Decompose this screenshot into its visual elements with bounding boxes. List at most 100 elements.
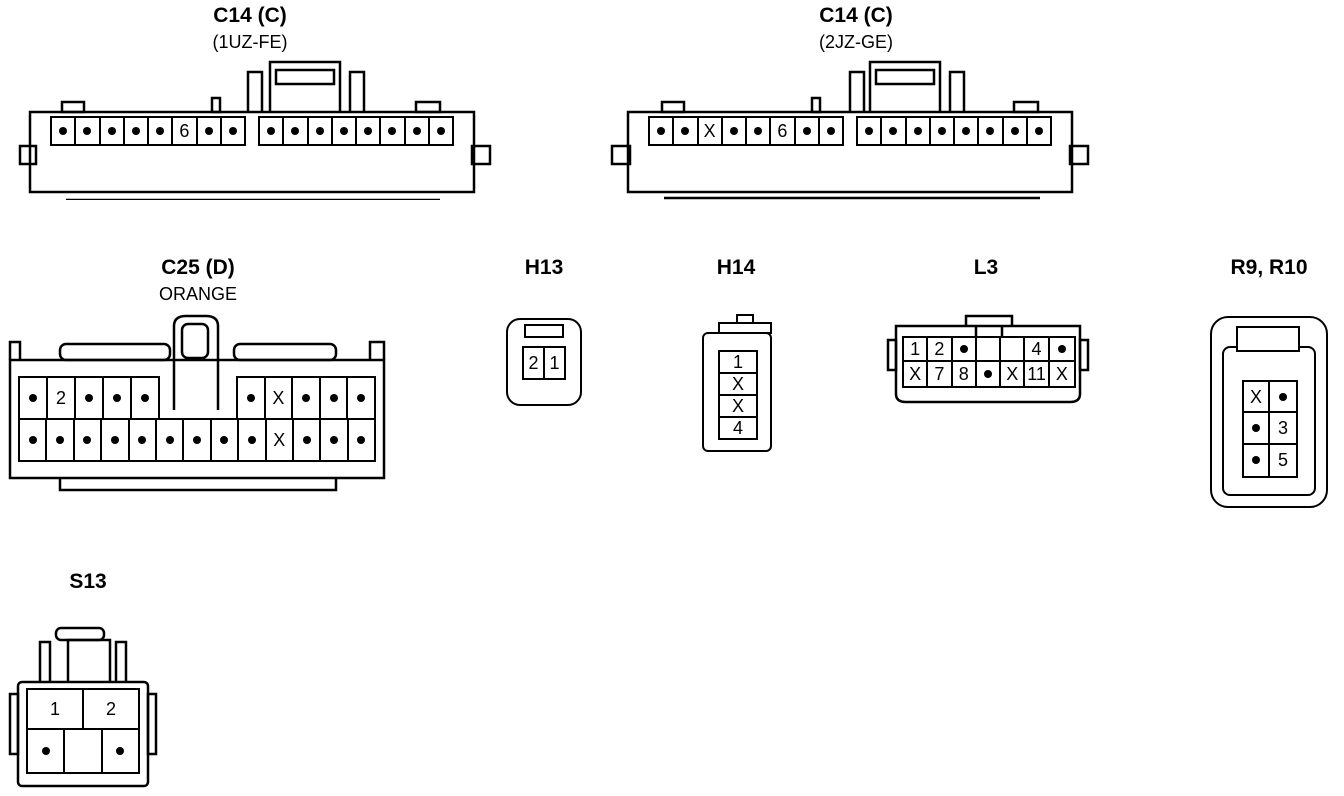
c14-2jz-pin-dot xyxy=(907,118,931,144)
r9-pin-number: 5 xyxy=(1277,450,1288,471)
c14-1uz-left-pin-row: 6 xyxy=(50,116,246,146)
l3-pin-dot xyxy=(977,362,1002,386)
l3-pin-dot xyxy=(1049,338,1074,362)
l3-title: L3 xyxy=(973,256,999,279)
h14-latch-tab xyxy=(736,314,754,324)
c25-pin-dot xyxy=(76,378,104,418)
h13-title: H13 xyxy=(524,256,564,279)
c25-pin-dot xyxy=(238,378,266,418)
c14-2jz-pin-dot xyxy=(796,118,820,144)
c14-2jz-title: C14 (C) xyxy=(819,4,893,27)
l3-pin-empty xyxy=(1001,338,1026,362)
c14-1uz-subtitle: (1UZ-FE) xyxy=(212,32,288,52)
c25-pin-unused: X xyxy=(267,420,294,460)
c14-1uz-pin-dot xyxy=(381,118,406,144)
l3-pin-dot xyxy=(952,338,977,362)
c25-pin-dot xyxy=(47,420,75,460)
s13-pin-empty xyxy=(65,730,103,772)
c14-2jz-housing-outline xyxy=(610,60,1090,200)
c14-2jz-pin-dot xyxy=(979,118,1004,144)
c14-1uz-pin-dot xyxy=(309,118,333,144)
l3-pin-number: 7 xyxy=(928,362,953,386)
l3-pin-number: 1 xyxy=(904,338,929,362)
c14-1uz-pin-dot xyxy=(52,118,77,144)
r9-latch xyxy=(1236,326,1300,352)
r9-pin-dot xyxy=(1270,382,1296,414)
c14-2jz-pin-dot xyxy=(882,118,907,144)
l3-pin-unused: X xyxy=(904,362,929,386)
c14-2jz-pin-dot xyxy=(1004,118,1028,144)
c14-1uz-pin-dot xyxy=(198,118,222,144)
c25-pin-dot xyxy=(130,420,157,460)
c14-2jz-pin-dot xyxy=(650,118,675,144)
c25-pin-dot xyxy=(349,420,374,460)
c25-pin-dot xyxy=(102,420,130,460)
h13-pin-number: 1 xyxy=(549,353,560,373)
r9-pin-number: 3 xyxy=(1270,413,1296,445)
s13-pin-number: 1 xyxy=(28,690,84,728)
r9-pin-unused: X xyxy=(1244,382,1270,414)
c14-2jz-pin-unused: X xyxy=(699,118,723,144)
c25-pin-dot xyxy=(321,378,349,418)
h14-pin-number: 1 xyxy=(720,352,756,374)
l3-pin-number: 2 xyxy=(928,338,953,362)
c14-1uz-right-pin-row xyxy=(258,116,454,146)
l3-pin-number: 8 xyxy=(953,362,977,386)
c14-1uz-pin-dot xyxy=(76,118,101,144)
l3-pin-number: 4 xyxy=(1025,338,1050,362)
c14-1uz-pin-dot xyxy=(260,118,285,144)
l3-pin-empty xyxy=(976,338,1002,362)
c25-bottom-pin-row: X xyxy=(18,418,376,462)
c14-1uz-pin-number: 6 xyxy=(173,118,198,144)
c14-1uz-title: C14 (C) xyxy=(213,4,287,27)
c14-1uz-pin-dot xyxy=(149,118,174,144)
c25-pin-dot xyxy=(294,420,322,460)
r9-r10-title: R9, R10 xyxy=(1230,256,1308,279)
h14-pin-unused: X xyxy=(720,374,756,396)
c25-pin-dot xyxy=(212,420,240,460)
c14-2jz-subtitle: (2JZ-GE) xyxy=(819,32,893,52)
c14-2jz-pin-dot xyxy=(674,118,699,144)
c14-2jz-pin-dot xyxy=(747,118,772,144)
c14-2jz-pin-dot xyxy=(858,118,883,144)
c14-2jz-pin-dot xyxy=(723,118,747,144)
c14-2jz-pin-dot xyxy=(955,118,980,144)
c25-pin-dot xyxy=(104,378,132,418)
c14-1uz-housing-outline xyxy=(18,60,492,200)
c14-1uz-pin-dot xyxy=(406,118,430,144)
c14-1uz-pin-dot xyxy=(357,118,382,144)
c25-pin-number: 2 xyxy=(48,378,76,418)
s13-pin-dot xyxy=(28,730,66,772)
c14-2jz-pin-number: 6 xyxy=(771,118,796,144)
l3-pin-unused: X xyxy=(1055,364,1068,384)
s13-housing-outline xyxy=(8,626,158,788)
l3-pin-unused: X xyxy=(1001,362,1026,386)
r9-pin-dot xyxy=(1244,413,1270,445)
c25-pin-dot xyxy=(293,378,321,418)
c25-pin-dot xyxy=(184,420,212,460)
c14-2jz-pin-dot xyxy=(931,118,955,144)
c25-pin-unused: X xyxy=(266,378,294,418)
c25-title: C25 (D) xyxy=(161,256,235,279)
c25-pin-dot xyxy=(157,420,185,460)
h13-pin-number: 2 xyxy=(524,348,545,378)
c14-1uz-pin-dot xyxy=(284,118,309,144)
s13-bottom-pin-row xyxy=(26,728,140,774)
h14-pin-unused: X xyxy=(720,396,756,418)
c14-1uz-pin-dot xyxy=(101,118,125,144)
c25-pin-dot xyxy=(239,420,267,460)
c25-pin-dot xyxy=(75,420,103,460)
c25-subtitle: ORANGE xyxy=(158,284,237,304)
h14-title: H14 xyxy=(716,256,756,279)
l3-pin-number: 11 xyxy=(1025,362,1050,386)
r9-pin-dot xyxy=(1244,444,1270,476)
c25-housing-outline xyxy=(8,314,386,492)
